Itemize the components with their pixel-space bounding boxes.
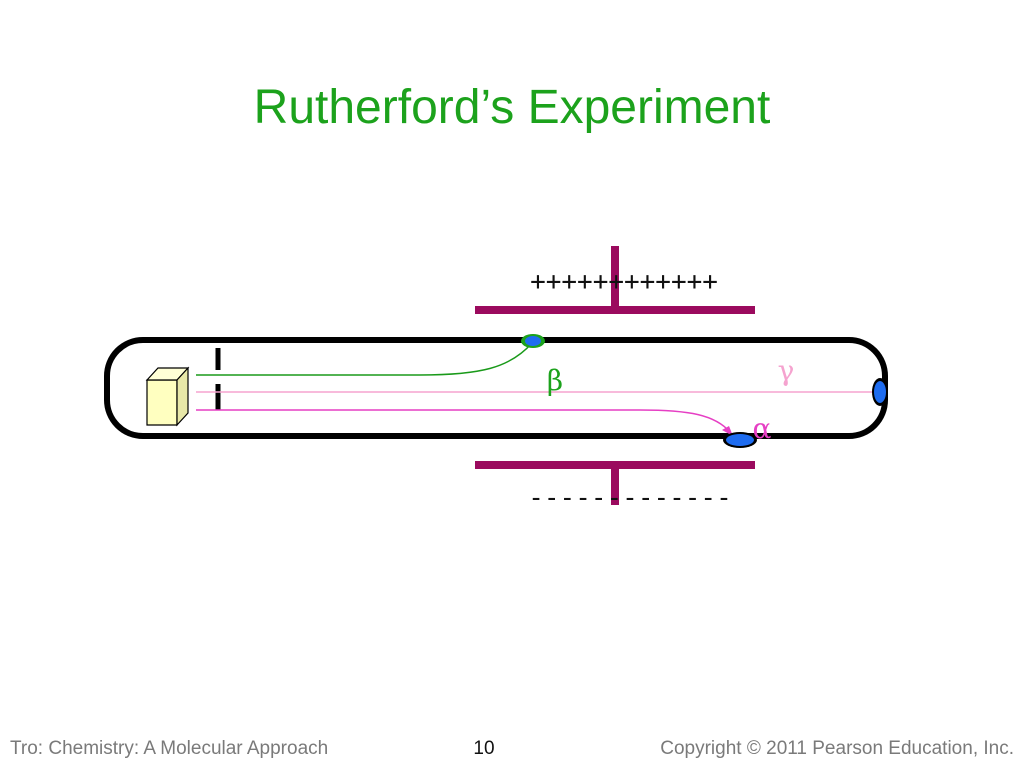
beta-impact-core — [525, 336, 541, 346]
alpha-impact-spot — [723, 432, 757, 448]
footer-book-title: Tro: Chemistry: A Molecular Approach — [10, 738, 329, 759]
gamma-impact-spot — [872, 378, 888, 406]
positive-plate — [475, 246, 755, 314]
slide-title: Rutherford’s Experiment — [253, 81, 771, 134]
negative-plate — [475, 461, 755, 505]
alpha-impact-core — [726, 434, 754, 446]
negative-plate-label: ------------- — [528, 483, 732, 513]
alpha-path — [196, 409, 731, 433]
beta-impact-spot — [521, 334, 545, 348]
gamma-symbol: γ — [778, 354, 795, 387]
source-front-face — [146, 379, 178, 426]
beta-path — [196, 342, 533, 376]
radioactive-source — [145, 366, 190, 427]
source-side-face — [176, 366, 189, 427]
beta-symbol: β — [547, 364, 563, 397]
gamma-impact-core — [874, 381, 886, 403]
footer-page-number: 10 — [473, 738, 495, 759]
footer-copyright: Copyright © 2011 Pearson Education, Inc. — [660, 738, 1014, 759]
positive-plate-label: ++++++++++++ — [530, 267, 718, 297]
alpha-symbol: α — [753, 412, 772, 445]
